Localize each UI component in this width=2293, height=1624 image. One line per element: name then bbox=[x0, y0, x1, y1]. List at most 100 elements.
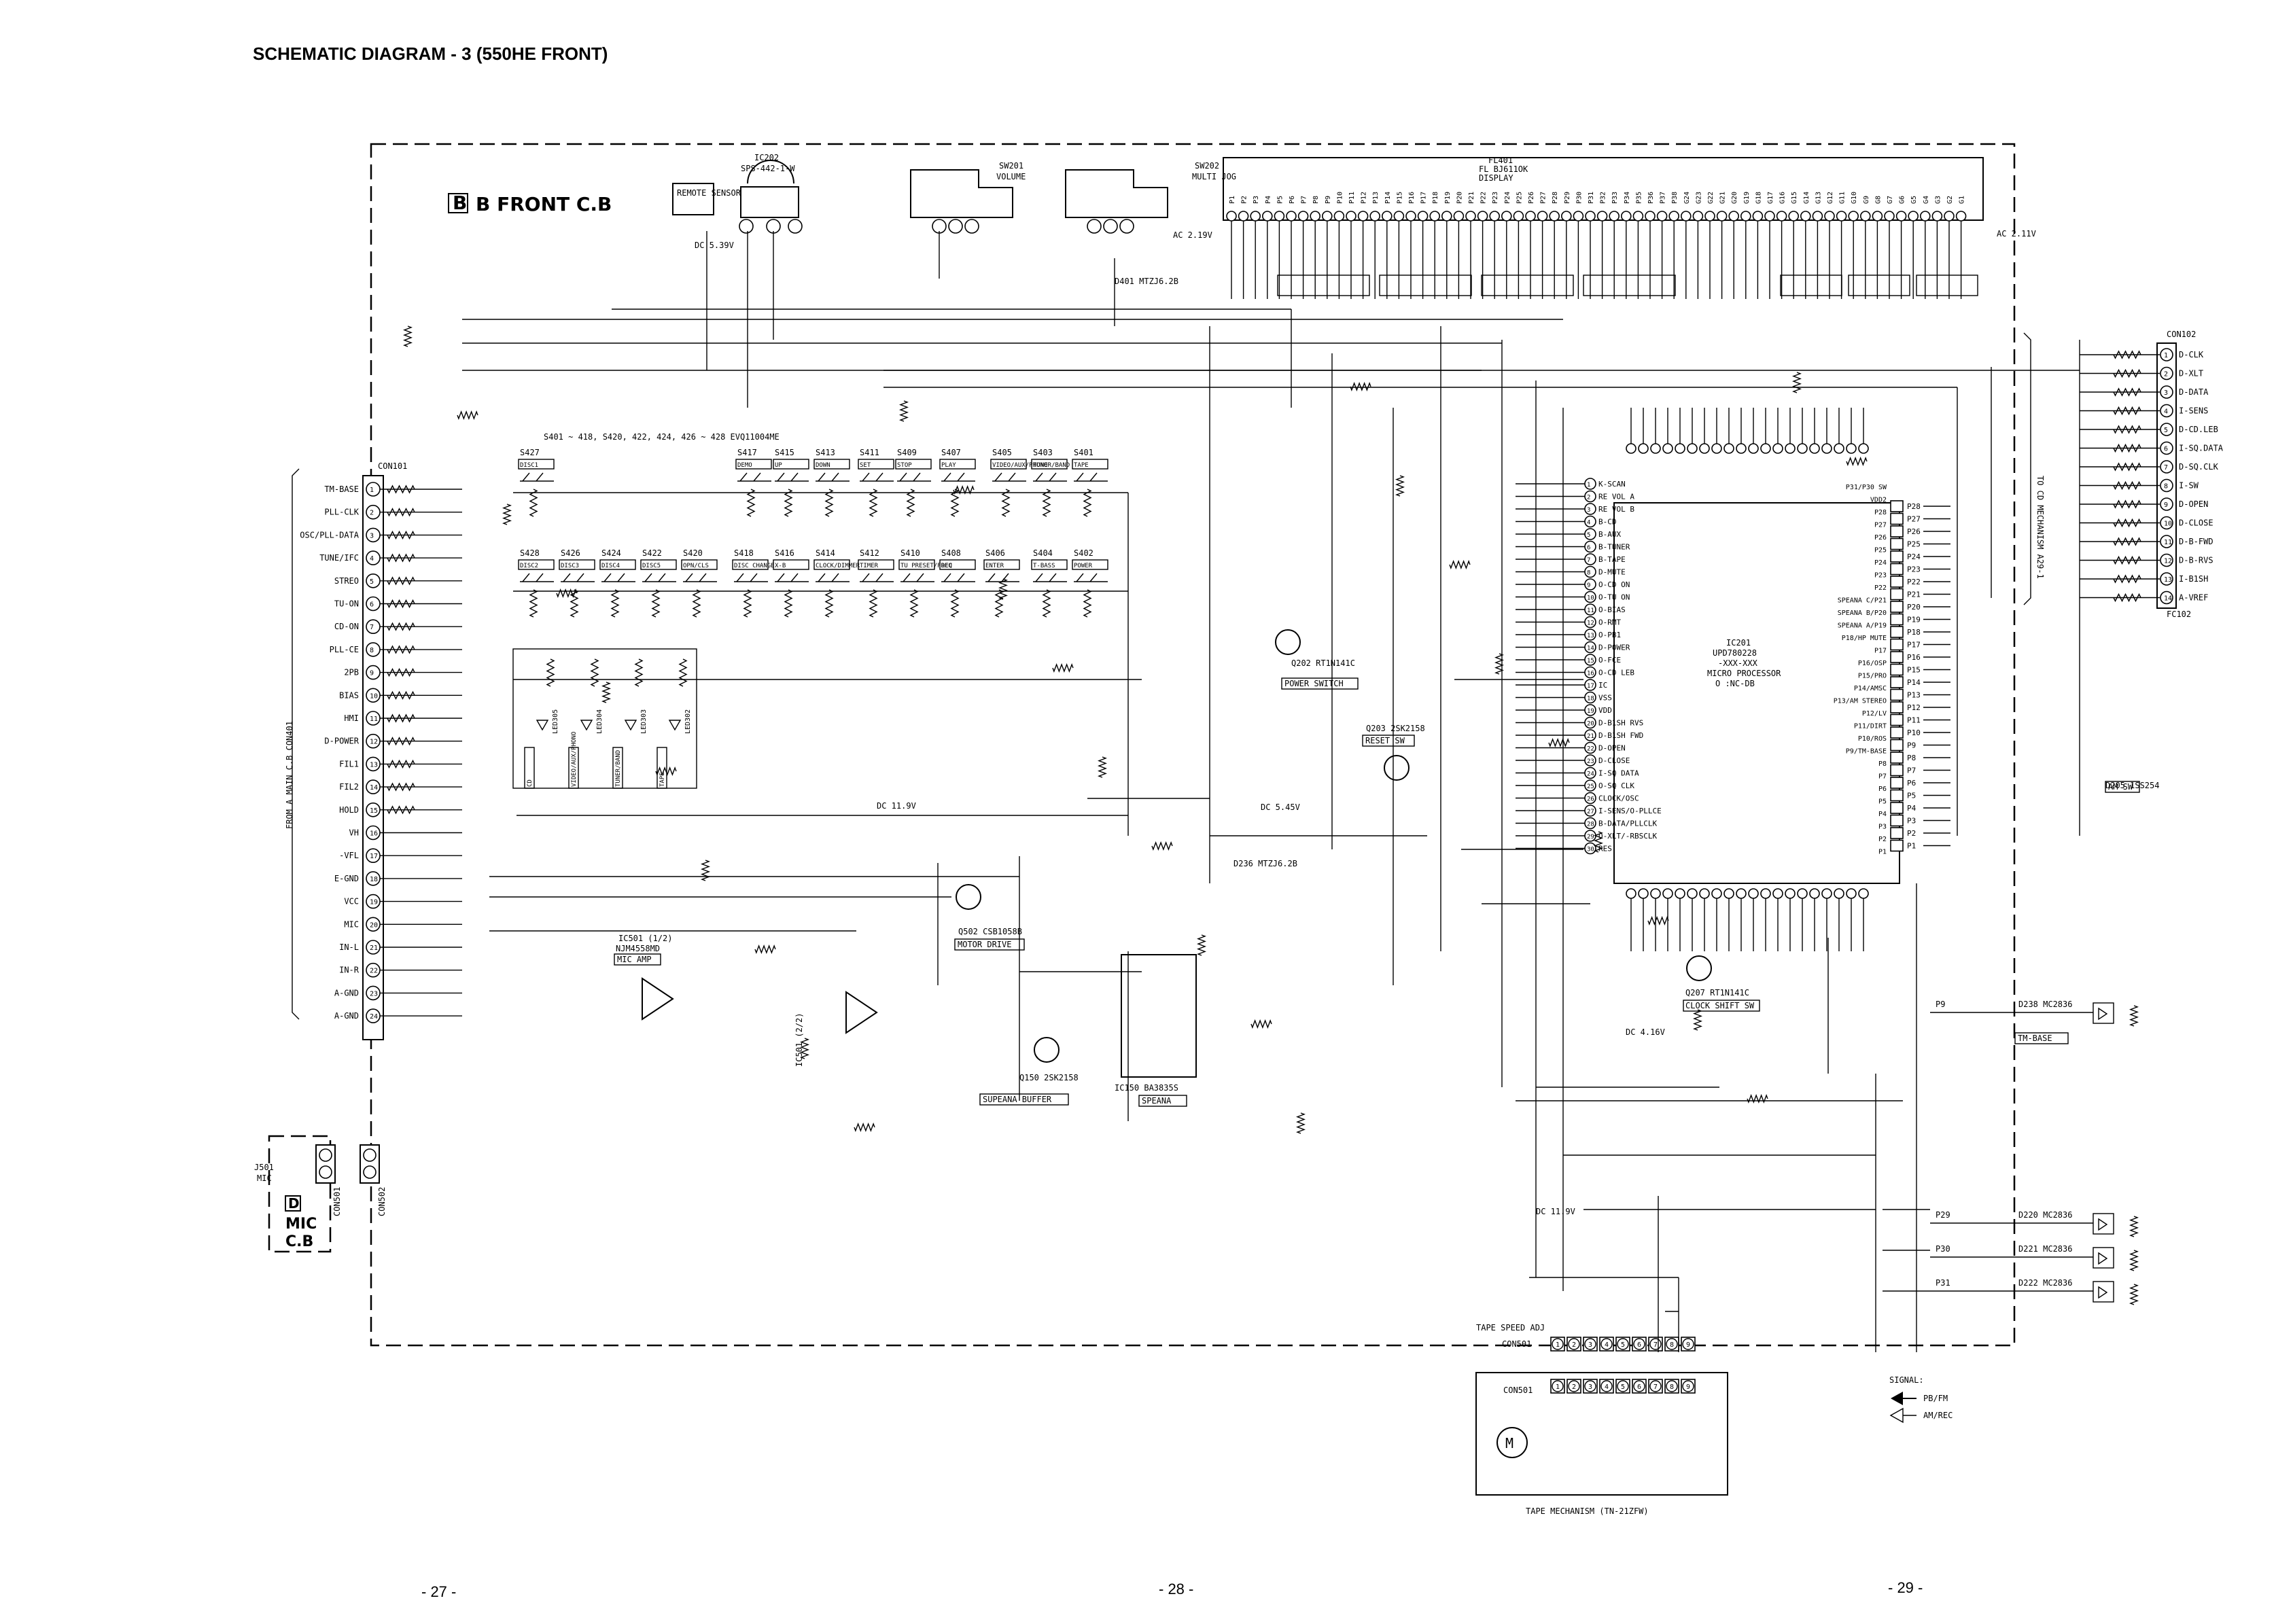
svg-text:CON501: CON501 bbox=[1503, 1385, 1533, 1395]
svg-text:19: 19 bbox=[1587, 708, 1594, 715]
svg-text:P25: P25 bbox=[1516, 192, 1523, 204]
svg-text:P32: P32 bbox=[1600, 192, 1607, 204]
svg-text:8: 8 bbox=[370, 647, 374, 654]
svg-text:TU PRESET/FREQ: TU PRESET/FREQ bbox=[900, 563, 952, 569]
svg-text:S401 ~ 418, S420, 422, 424, 42: S401 ~ 418, S420, 422, 424, 426 ~ 428 EV… bbox=[544, 432, 780, 442]
svg-text:G23: G23 bbox=[1695, 192, 1702, 204]
svg-text:S417: S417 bbox=[737, 448, 757, 457]
con101-pin: 18E-GND bbox=[334, 871, 462, 886]
svg-text:24: 24 bbox=[1587, 771, 1594, 778]
svg-text:4: 4 bbox=[1605, 1383, 1609, 1391]
svg-text:P19: P19 bbox=[1907, 616, 1921, 624]
svg-text:S401: S401 bbox=[1074, 448, 1093, 457]
ic201-pin-right: P18 bbox=[1890, 626, 1950, 638]
page-title: SCHEMATIC DIAGRAM - 3 (550HE FRONT) bbox=[253, 43, 608, 64]
svg-text:2: 2 bbox=[1572, 1383, 1576, 1391]
svg-text:G7: G7 bbox=[1887, 196, 1894, 204]
svg-text:23: 23 bbox=[370, 990, 378, 998]
svg-text:G11: G11 bbox=[1839, 192, 1846, 204]
svg-text:P21: P21 bbox=[1907, 590, 1921, 599]
svg-text:AC 2.19V: AC 2.19V bbox=[1173, 230, 1212, 240]
svg-text:MIC AMP: MIC AMP bbox=[617, 955, 652, 964]
svg-text:12: 12 bbox=[370, 739, 378, 746]
ic201-port-label: P23 bbox=[1874, 572, 1887, 580]
svg-text:5: 5 bbox=[370, 578, 374, 586]
ic201-pin-right: P4 bbox=[1890, 802, 1950, 814]
svg-text:P14: P14 bbox=[1907, 678, 1921, 687]
svg-text:P8: P8 bbox=[1907, 754, 1916, 762]
con101-pin: 6TU-ON bbox=[334, 596, 462, 612]
ic201-port-label: P11/DIRT bbox=[1854, 723, 1887, 730]
svg-text:24: 24 bbox=[370, 1013, 378, 1021]
svg-text:S414: S414 bbox=[816, 548, 835, 558]
q202-power-switch: Q202 RT1N141C POWER SWITCH bbox=[1275, 629, 1359, 690]
svg-text:P2: P2 bbox=[1241, 196, 1248, 204]
svg-text:G5: G5 bbox=[1910, 196, 1918, 204]
svg-text:6: 6 bbox=[1637, 1341, 1641, 1349]
svg-text:D-MUTE: D-MUTE bbox=[1598, 568, 1626, 577]
svg-text:7: 7 bbox=[1653, 1341, 1658, 1349]
svg-text:DC 4.16V: DC 4.16V bbox=[1626, 1027, 1665, 1037]
svg-text:CLOCK SHIFT SW: CLOCK SHIFT SW bbox=[1685, 1001, 1755, 1010]
svg-text:S427: S427 bbox=[520, 448, 540, 457]
svg-text:IN-L: IN-L bbox=[339, 942, 359, 952]
ic201-port-label: P7 bbox=[1878, 773, 1887, 781]
ic201-pin-right: P16 bbox=[1890, 651, 1950, 663]
svg-text:P16: P16 bbox=[1408, 192, 1416, 204]
svg-text:SIGNAL:: SIGNAL: bbox=[1889, 1375, 1924, 1385]
sw201-volume: SW201 VOLUME bbox=[910, 161, 1026, 234]
svg-text:Q150 2SK2158: Q150 2SK2158 bbox=[1019, 1073, 1079, 1082]
svg-text:P27: P27 bbox=[1907, 515, 1921, 524]
svg-text:19: 19 bbox=[370, 899, 378, 906]
svg-text:10: 10 bbox=[2164, 520, 2172, 528]
svg-text:P17: P17 bbox=[1420, 192, 1428, 204]
svg-text:5: 5 bbox=[2164, 427, 2168, 434]
svg-text:S411: S411 bbox=[860, 448, 879, 457]
svg-text:DISC2: DISC2 bbox=[520, 563, 538, 569]
svg-text:MOTOR DRIVE: MOTOR DRIVE bbox=[958, 940, 1011, 949]
svg-text:DISC4: DISC4 bbox=[601, 563, 620, 569]
ic201-micro-processor: IC201 UPD780228 -XXX-XXX MICRO PROCESSOR… bbox=[1516, 408, 1950, 951]
svg-text:P24: P24 bbox=[1907, 552, 1921, 561]
svg-text:P6: P6 bbox=[1289, 196, 1296, 204]
svg-text:LED303: LED303 bbox=[640, 709, 648, 734]
svg-text:7: 7 bbox=[1587, 557, 1590, 564]
svg-text:P10: P10 bbox=[1336, 192, 1344, 204]
svg-text:G18: G18 bbox=[1755, 192, 1762, 204]
ic201-port-label: P22 bbox=[1874, 584, 1887, 592]
svg-text:DEMO: DEMO bbox=[737, 462, 752, 469]
svg-text:DISC3: DISC3 bbox=[561, 563, 579, 569]
svg-text:D401 MTZJ6.2B: D401 MTZJ6.2B bbox=[1115, 277, 1178, 286]
svg-text:S402: S402 bbox=[1074, 548, 1093, 558]
svg-text:27: 27 bbox=[1587, 809, 1594, 815]
svg-text:-VFL: -VFL bbox=[339, 851, 359, 860]
svg-text:2PB: 2PB bbox=[344, 668, 359, 677]
svg-text:DISPLAY: DISPLAY bbox=[1479, 173, 1513, 183]
tm-base-tag: TM-BASE bbox=[2018, 1034, 2052, 1043]
svg-text:B-TUNER: B-TUNER bbox=[1598, 543, 1630, 552]
svg-text:Q203 2SK2158: Q203 2SK2158 bbox=[1366, 724, 1425, 733]
svg-text:B: B bbox=[453, 192, 467, 214]
svg-text:D: D bbox=[288, 1195, 300, 1212]
svg-text:TAPE SPEED ADJ: TAPE SPEED ADJ bbox=[1476, 1323, 1545, 1332]
svg-text:16: 16 bbox=[370, 830, 378, 838]
svg-text:DISC CHANGE: DISC CHANGE bbox=[734, 563, 775, 569]
svg-text:VOLUME: VOLUME bbox=[996, 172, 1026, 181]
svg-text:26: 26 bbox=[1587, 796, 1594, 803]
svg-text:IC501 (2/2): IC501 (2/2) bbox=[794, 1013, 804, 1067]
front-board-outline bbox=[370, 143, 2016, 1347]
ic201-port-label: P5 bbox=[1878, 798, 1887, 806]
svg-text:P28: P28 bbox=[1552, 192, 1559, 204]
page-number-middle: - 28 - bbox=[1159, 1581, 1193, 1597]
svg-text:-XXX-XXX: -XXX-XXX bbox=[1718, 658, 1758, 668]
